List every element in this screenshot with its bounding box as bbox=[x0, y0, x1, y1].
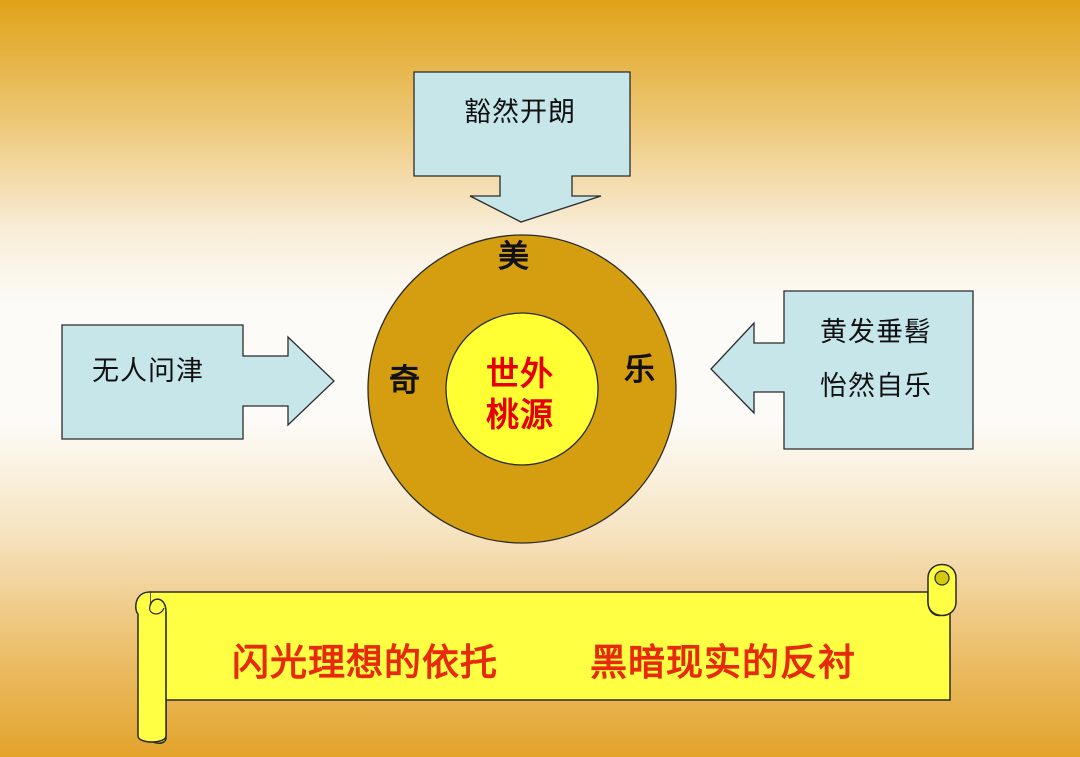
ring-label-top: 美 bbox=[498, 239, 529, 275]
left-callout-shape bbox=[61, 324, 335, 440]
ring-label-right: 乐 bbox=[624, 352, 655, 388]
top-box-label: 豁然开朗 bbox=[464, 97, 576, 128]
top-callout-shape bbox=[413, 71, 631, 223]
right-box-line2: 怡然自乐 bbox=[820, 371, 932, 402]
right-box-line1: 黄发垂髫 bbox=[820, 317, 932, 348]
ring-label-left: 奇 bbox=[389, 363, 420, 399]
banner-text-right: 黑暗现实的反衬 bbox=[590, 641, 856, 684]
banner-text-left: 闪光理想的依托 bbox=[232, 641, 498, 684]
scroll-banner bbox=[135, 563, 957, 744]
left-box-label: 无人问津 bbox=[92, 356, 204, 387]
center-line1: 世外 bbox=[486, 354, 554, 393]
right-callout-shape bbox=[710, 290, 974, 450]
inner-core bbox=[445, 312, 599, 466]
center-line2: 桃源 bbox=[486, 395, 554, 434]
